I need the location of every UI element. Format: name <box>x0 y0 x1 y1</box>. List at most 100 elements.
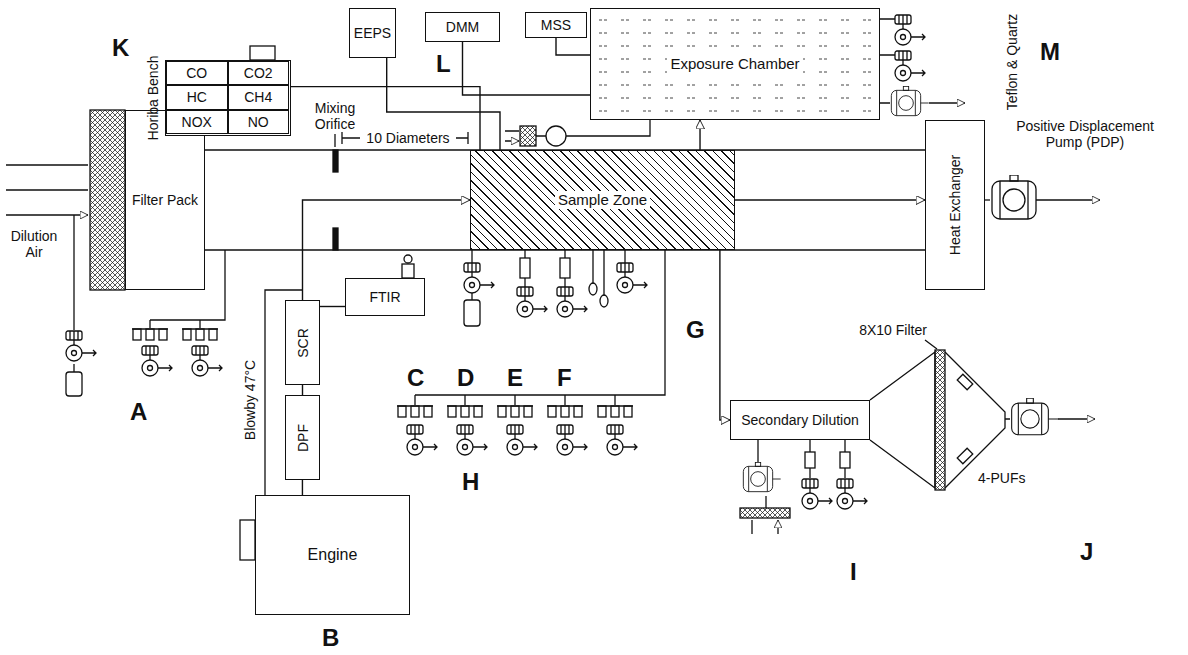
scr-unit: SCR <box>285 300 320 385</box>
callout-letter: I <box>850 560 857 584</box>
dilution-air-arrows <box>752 520 778 534</box>
node-text: NOX <box>182 114 212 130</box>
exhaust-arrow <box>1048 199 1100 200</box>
dilution-air-pump <box>743 462 780 491</box>
filter-housing-inlet <box>870 352 935 488</box>
callout-letter: E <box>507 366 523 390</box>
node-text: EEPS <box>354 25 391 41</box>
exhaust-arrow <box>929 102 965 103</box>
filter-manifold <box>597 406 633 417</box>
puf-cartridge <box>957 448 973 464</box>
orifice-plate <box>333 228 338 250</box>
chamber-grid <box>590 8 880 120</box>
sample-line <box>880 19 895 103</box>
intake-arrows <box>505 131 519 141</box>
intake-pump <box>546 126 566 146</box>
node-text: NO <box>248 114 269 130</box>
part-label: Teflon & Quartz <box>1004 14 1020 111</box>
flow-connector <box>735 199 925 200</box>
filter-sampler <box>457 425 487 455</box>
dilution-air-arrows <box>6 165 88 215</box>
analyzer-bench: Horiba BenchCOCO2HCCH4NOXNO <box>165 60 291 136</box>
sorbent-cartridge <box>560 258 570 278</box>
ftir-analyzer: FTIR <box>345 278 425 316</box>
node-text: Exposure Chamber <box>667 55 802 72</box>
filter-manifold <box>397 406 433 417</box>
probe-tip <box>600 295 608 307</box>
filter-manifold <box>447 406 483 417</box>
cartridge-sampler <box>517 287 547 317</box>
heat-exchanger: Heat Exchanger <box>925 120 985 290</box>
exhaust-pump <box>891 86 928 115</box>
filter-sampler <box>142 346 172 376</box>
part-label: Mixing Orifice <box>305 100 365 132</box>
filter-sampler <box>192 346 222 376</box>
filter-manifold <box>497 406 533 417</box>
node-text: Engine <box>308 546 358 564</box>
cartridge-sampler <box>557 287 587 317</box>
engine-block: Engine <box>255 495 410 615</box>
node-text: Filter Pack <box>132 192 198 208</box>
node-text: DPF <box>294 424 310 452</box>
table-cell: CH4 <box>228 85 290 109</box>
callout-letter: A <box>130 400 147 424</box>
flow-connector <box>463 42 591 95</box>
flow-connector <box>699 120 700 150</box>
sample-line <box>471 250 472 263</box>
callout-letter: G <box>686 318 705 342</box>
filter-sampler <box>557 425 587 455</box>
sample-line <box>525 250 565 287</box>
sample-bottle <box>464 300 480 326</box>
sample-zone: Sample Zone <box>470 150 735 250</box>
secondary-dilution-tunnel: Secondary Dilution <box>730 400 870 440</box>
table-cell: CO <box>166 61 228 85</box>
intake-pipe <box>536 120 650 136</box>
sample-bottle <box>66 372 82 396</box>
ftir-module <box>404 255 412 263</box>
flow-connector <box>720 250 730 420</box>
table-cell: HC <box>166 85 228 109</box>
instrument-box: DMM <box>425 12 500 42</box>
callout-letter: C <box>407 366 424 390</box>
filter-sampler <box>617 263 647 293</box>
node-text: Secondary Dilution <box>741 412 859 428</box>
callout-letter: H <box>462 470 479 494</box>
sample-line <box>73 364 74 372</box>
intake-filter <box>520 126 536 146</box>
exhaust-arrow <box>1058 418 1095 419</box>
cartridge-sampler <box>837 479 867 509</box>
sorbent-cartridge <box>520 258 530 278</box>
table-cell: CO2 <box>228 61 290 85</box>
callout-letter: K <box>112 36 129 60</box>
filter-sampler <box>407 425 437 455</box>
node-text: Sample Zone <box>555 191 650 208</box>
node-text: HC <box>187 89 207 105</box>
part-label: 4-PUFs <box>978 470 1025 486</box>
filter-sampler <box>464 263 494 293</box>
dpf-unit: DPF <box>285 395 320 480</box>
large-filter <box>935 350 945 490</box>
callout-letter: L <box>436 52 451 76</box>
node-text: CH4 <box>244 89 272 105</box>
ftir-module <box>402 264 414 278</box>
sample-manifold-line <box>415 250 665 405</box>
sorbent-cartridge <box>840 452 850 468</box>
node-text: SCR <box>294 328 310 358</box>
filter-pump <box>1012 398 1059 435</box>
filter-media <box>90 110 125 290</box>
callout-letter: B <box>322 626 339 650</box>
part-label: Positive Displacement Pump (PDP) <box>1000 118 1170 150</box>
filter-manifold <box>547 406 583 417</box>
dilution-air-filter <box>740 508 790 518</box>
instrument-box: EEPS <box>349 8 396 58</box>
sorbent-cartridge <box>805 452 815 468</box>
part-label: Blowby 47°C <box>242 360 258 440</box>
tunnel-outlet <box>985 199 990 200</box>
engine-accessory <box>240 520 255 560</box>
filter-sampler <box>607 425 637 455</box>
analyzer-module <box>250 46 275 60</box>
filter-pack-box: Filter Pack <box>125 110 205 290</box>
flow-connector <box>291 87 480 150</box>
flow-label: Dilution Air <box>4 228 64 260</box>
exposure-chamber: Exposure Chamber <box>590 8 880 120</box>
